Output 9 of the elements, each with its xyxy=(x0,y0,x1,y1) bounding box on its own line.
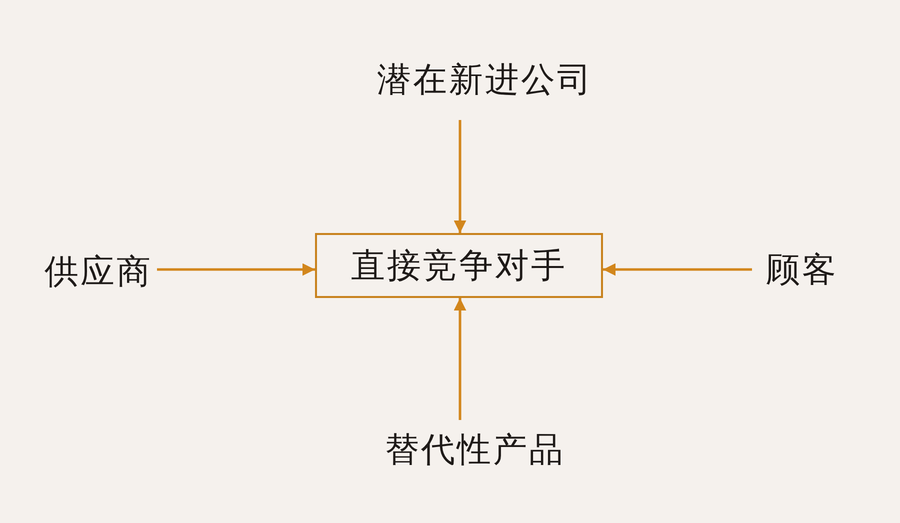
arrow xyxy=(603,263,752,276)
label-text: 替代性产品 xyxy=(380,420,570,480)
arrow xyxy=(454,120,466,233)
label-text: 顾客 xyxy=(752,240,852,300)
label-text: 潜在新进公司 xyxy=(370,40,600,120)
process-box: 直接竞争对手 xyxy=(315,233,603,298)
arrow xyxy=(157,263,315,276)
label-text: 供应商 xyxy=(40,240,157,304)
arrow xyxy=(454,298,466,420)
